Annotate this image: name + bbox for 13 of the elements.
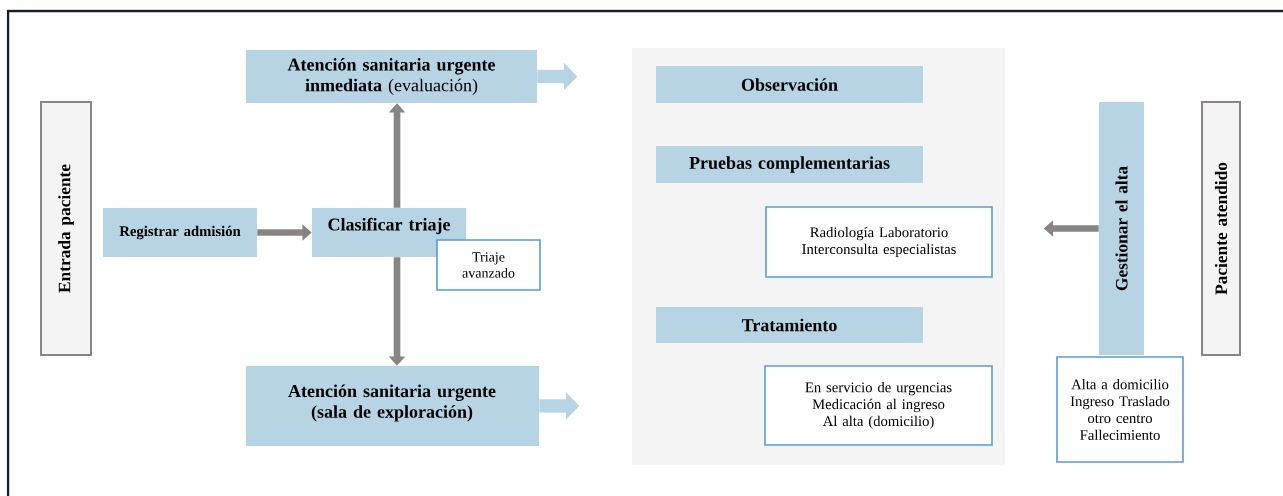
process-box: Registrar admisión	[103, 208, 257, 257]
note-box: Triaje avanzado	[436, 239, 541, 291]
process-box: Pruebas complementarias	[656, 146, 923, 183]
note-box: Alta a domicilio Ingreso Traslado otro centro Fallecimiento	[1056, 356, 1184, 463]
process-box: Observación	[656, 66, 923, 103]
process-box: Gestionar el alta	[1099, 102, 1144, 355]
process-box: Atención sanitaria urgente (sala de exploración)	[246, 366, 539, 446]
note-box: Radiología Laboratorio Interconsulta especialistas	[765, 206, 993, 278]
process-box: Atención sanitaria urgente inmediata (evaluación)	[246, 50, 537, 103]
process-box: Tratamiento	[656, 307, 923, 343]
note-box: En servicio de urgencias Medicación al ingreso Al alta (domicilio)	[764, 365, 993, 446]
terminal-box: Paciente atendido	[1201, 101, 1241, 356]
terminal-box: Entrada paciente	[40, 101, 92, 356]
